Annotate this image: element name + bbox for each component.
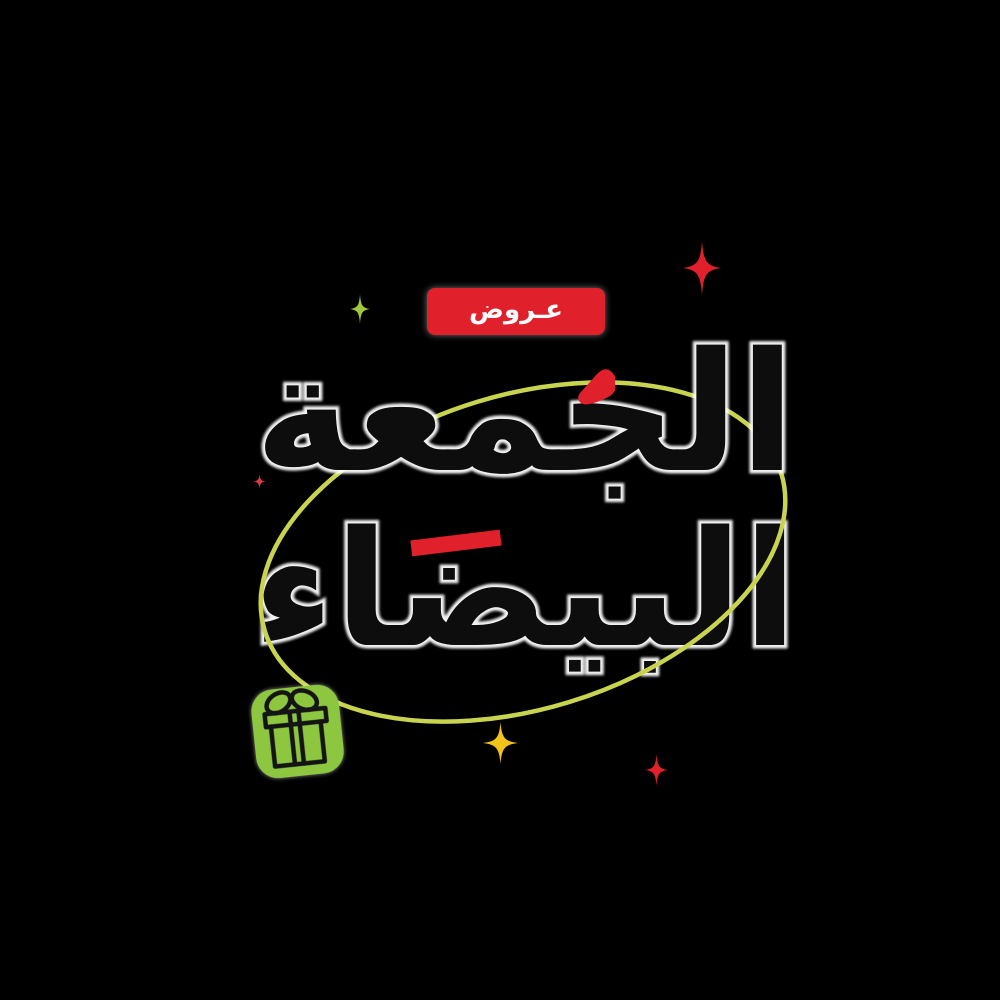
dash-accent <box>410 529 502 557</box>
gift-icon <box>251 684 344 779</box>
sparkle-icon-gold <box>483 722 518 764</box>
sparkle-icon-red-bottom <box>645 754 668 786</box>
title-line1-text: الجمعة <box>254 317 796 509</box>
title-line2: البيضاء البيضاء <box>25 496 1000 725</box>
title-line2-halo: البيضاء <box>249 496 801 683</box>
sparkle-icon-red-top <box>683 241 721 295</box>
offers-badge-label: عـروض <box>469 294 563 325</box>
sparkle-icon-green <box>350 294 370 324</box>
offers-badge: عـروض <box>427 288 605 335</box>
title-line1: الجمعة الجمعة <box>25 317 1000 546</box>
sparkle-icon-red-left <box>253 474 266 489</box>
title-line1-halo: الجمعة <box>251 317 799 509</box>
title-line2-text: البيضاء <box>252 496 798 683</box>
damma-accent-icon <box>578 369 615 405</box>
